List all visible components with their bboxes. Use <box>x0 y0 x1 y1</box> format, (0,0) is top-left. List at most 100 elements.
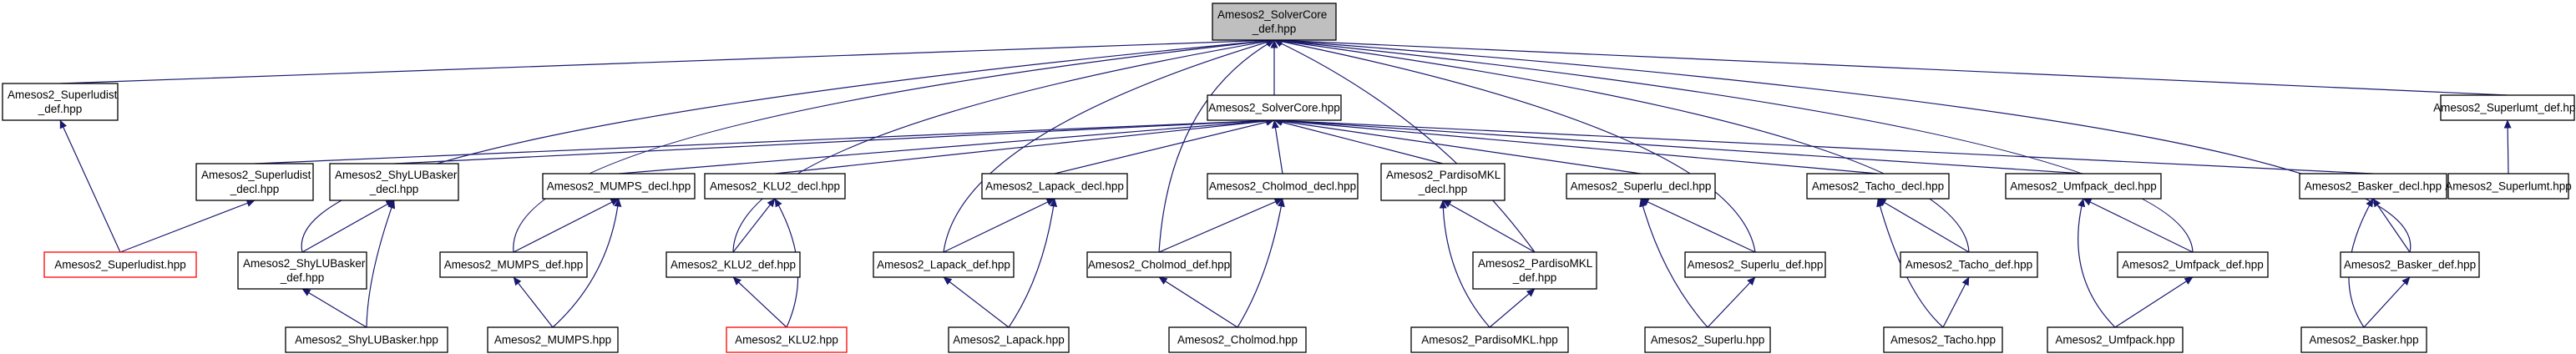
node-superludist_decl[interactable]: Amesos2_Superludist_decl.hpp <box>195 163 314 201</box>
node-klu2_def[interactable]: Amesos2_KLU2_def.hpp <box>666 251 801 278</box>
node-box-superlumt[interactable] <box>2447 173 2569 200</box>
node-label-superludist_decl-1: _decl.hpp <box>230 183 280 195</box>
node-umfpack[interactable]: Amesos2_Umfpack.hpp <box>2047 326 2184 353</box>
node-cholmod_decl[interactable]: Amesos2_Cholmod_decl.hpp <box>1207 173 1359 200</box>
node-superlu_def[interactable]: Amesos2_Superlu_def.hpp <box>1684 251 1826 278</box>
node-umfpack_def[interactable]: Amesos2_Umfpack_def.hpp <box>2117 251 2269 278</box>
node-box-superludist[interactable] <box>43 251 197 278</box>
edge-lapack-to-lapack_decl <box>1008 198 1058 328</box>
node-lapack_decl[interactable]: Amesos2_Lapack_decl.hpp <box>981 173 1128 200</box>
node-label-solvercore_def-0: Amesos2_SolverCore <box>1217 8 1327 21</box>
node-box-pardisomkl_decl[interactable] <box>1380 163 1506 201</box>
node-box-shylubasker_def[interactable] <box>237 251 367 290</box>
node-pardisomkl[interactable]: Amesos2_PardisoMKL.hpp <box>1410 326 1569 353</box>
node-box-klu2[interactable] <box>726 326 848 353</box>
node-label-mumps_def-0: Amesos2_MUMPS_def.hpp <box>444 259 584 271</box>
node-pardisomkl_def[interactable]: Amesos2_PardisoMKL_def.hpp <box>1472 251 1597 290</box>
node-box-lapack_def[interactable] <box>873 251 1015 278</box>
node-box-superlu_decl[interactable] <box>1566 173 1716 200</box>
node-lapack_def[interactable]: Amesos2_Lapack_def.hpp <box>873 251 1015 278</box>
node-superludist_def[interactable]: Amesos2_Superludist_def.hpp <box>2 83 119 121</box>
node-label-superlu_decl-0: Amesos2_Superlu_decl.hpp <box>1571 180 1712 193</box>
edge-lapack-to-lapack_def <box>943 276 1010 328</box>
node-basker_def[interactable]: Amesos2_Basker_def.hpp <box>2340 251 2480 278</box>
node-box-cholmod_def[interactable] <box>1086 251 1232 278</box>
edge-cholmod-to-cholmod_def <box>1158 276 1238 328</box>
node-klu2[interactable]: Amesos2_KLU2.hpp <box>726 326 848 353</box>
node-box-klu2_def[interactable] <box>666 251 801 278</box>
node-box-shylubasker[interactable] <box>285 326 448 353</box>
node-umfpack_decl[interactable]: Amesos2_Umfpack_decl.hpp <box>2005 173 2162 200</box>
node-tacho_def[interactable]: Amesos2_Tacho_def.hpp <box>1900 251 2038 278</box>
node-box-shylubasker_decl[interactable] <box>329 163 459 201</box>
node-box-basker_decl[interactable] <box>2299 173 2447 200</box>
node-box-basker[interactable] <box>2300 326 2427 353</box>
node-shylubasker[interactable]: Amesos2_ShyLUBasker.hpp <box>285 326 448 353</box>
node-box-superludist_def[interactable] <box>2 83 119 121</box>
node-tacho_decl[interactable]: Amesos2_Tacho_decl.hpp <box>1806 173 1950 200</box>
node-superlumt_def[interactable]: Amesos2_Superlumt_def.hpp <box>2433 94 2576 121</box>
node-box-lapack_decl[interactable] <box>981 173 1128 200</box>
node-box-solvercore_def[interactable] <box>1212 3 1337 41</box>
node-klu2_decl[interactable]: Amesos2_KLU2_decl.hpp <box>704 173 846 200</box>
edge-basker-to-basker_def <box>2363 276 2411 328</box>
edge-shylubasker_def-to-solvercore_def <box>301 37 1275 253</box>
node-mumps_decl[interactable]: Amesos2_MUMPS_decl.hpp <box>542 173 696 200</box>
edge-tacho-to-tacho_def <box>1942 276 1970 328</box>
node-label-pardisomkl_decl-1: _decl.hpp <box>1418 183 1468 195</box>
node-shylubasker_def[interactable]: Amesos2_ShyLUBasker_def.hpp <box>237 251 367 290</box>
node-box-tacho[interactable] <box>1883 326 2003 353</box>
node-basker_decl[interactable]: Amesos2_Basker_decl.hpp <box>2299 173 2447 200</box>
node-mumps_def[interactable]: Amesos2_MUMPS_def.hpp <box>439 251 588 278</box>
node-basker[interactable]: Amesos2_Basker.hpp <box>2300 326 2427 353</box>
node-box-umfpack[interactable] <box>2047 326 2184 353</box>
node-box-cholmod[interactable] <box>1168 326 1307 353</box>
edge-pardisomkl_def-to-pardisomkl_decl <box>1442 200 1536 253</box>
node-box-superlu[interactable] <box>1644 326 1771 353</box>
node-superlu_decl[interactable]: Amesos2_Superlu_decl.hpp <box>1566 173 1716 200</box>
node-label-lapack-0: Amesos2_Lapack.hpp <box>953 334 1065 346</box>
node-superlu[interactable]: Amesos2_Superlu.hpp <box>1644 326 1771 353</box>
node-cholmod_def[interactable]: Amesos2_Cholmod_def.hpp <box>1086 251 1232 278</box>
node-pardisomkl_decl[interactable]: Amesos2_PardisoMKL_decl.hpp <box>1380 163 1506 201</box>
node-shylubasker_decl[interactable]: Amesos2_ShyLUBasker_decl.hpp <box>329 163 459 201</box>
edge-mumps_decl-to-solvercore <box>618 117 1275 174</box>
node-box-solvercore[interactable] <box>1207 94 1342 121</box>
node-label-tacho-0: Amesos2_Tacho.hpp <box>1890 334 1996 346</box>
edge-umfpack-to-umfpack_decl <box>2078 198 2116 328</box>
node-box-umfpack_def[interactable] <box>2117 251 2269 278</box>
node-tacho[interactable]: Amesos2_Tacho.hpp <box>1883 326 2003 353</box>
node-box-mumps[interactable] <box>487 326 619 353</box>
node-lapack[interactable]: Amesos2_Lapack.hpp <box>948 326 1070 353</box>
node-label-solvercore-0: Amesos2_SolverCore.hpp <box>1208 102 1340 114</box>
node-superludist[interactable]: Amesos2_Superludist.hpp <box>43 251 197 278</box>
edge-cholmod_decl-to-solvercore <box>1272 119 1283 174</box>
edge-superlumt_def-to-solvercore_def <box>1273 36 2508 96</box>
node-solvercore_def[interactable]: Amesos2_SolverCore_def.hpp <box>1212 3 1337 41</box>
node-box-superlu_def[interactable] <box>1684 251 1826 278</box>
node-cholmod[interactable]: Amesos2_Cholmod.hpp <box>1168 326 1307 353</box>
node-box-lapack[interactable] <box>948 326 1070 353</box>
node-box-superludist_decl[interactable] <box>195 163 314 201</box>
node-box-tacho_decl[interactable] <box>1806 173 1950 200</box>
edge-superludist_def-to-solvercore_def <box>59 36 1275 84</box>
edge-mumps-to-mumps_def <box>513 276 554 328</box>
node-box-superlumt_def[interactable] <box>2440 94 2575 121</box>
node-label-superlu-0: Amesos2_Superlu.hpp <box>1651 334 1765 346</box>
node-superlumt[interactable]: Amesos2_Superlumt.hpp <box>2445 173 2572 200</box>
node-box-mumps_decl[interactable] <box>542 173 696 200</box>
node-solvercore[interactable]: Amesos2_SolverCore.hpp <box>1207 94 1342 121</box>
node-box-basker_def[interactable] <box>2340 251 2480 278</box>
node-box-pardisomkl[interactable] <box>1410 326 1569 353</box>
node-label-cholmod_def-0: Amesos2_Cholmod_def.hpp <box>1088 259 1230 271</box>
node-box-tacho_def[interactable] <box>1900 251 2038 278</box>
edge-basker_def-to-solvercore_def <box>1273 37 2412 253</box>
node-mumps[interactable]: Amesos2_MUMPS.hpp <box>487 326 619 353</box>
node-box-klu2_decl[interactable] <box>704 173 846 200</box>
node-box-cholmod_decl[interactable] <box>1207 173 1359 200</box>
node-box-mumps_def[interactable] <box>439 251 588 278</box>
node-box-umfpack_decl[interactable] <box>2005 173 2162 200</box>
node-box-pardisomkl_def[interactable] <box>1472 251 1597 290</box>
edge-pardisomkl-to-pardisomkl_def <box>1489 288 1536 328</box>
edge-pardisomkl_decl-to-solvercore <box>1273 119 1444 164</box>
